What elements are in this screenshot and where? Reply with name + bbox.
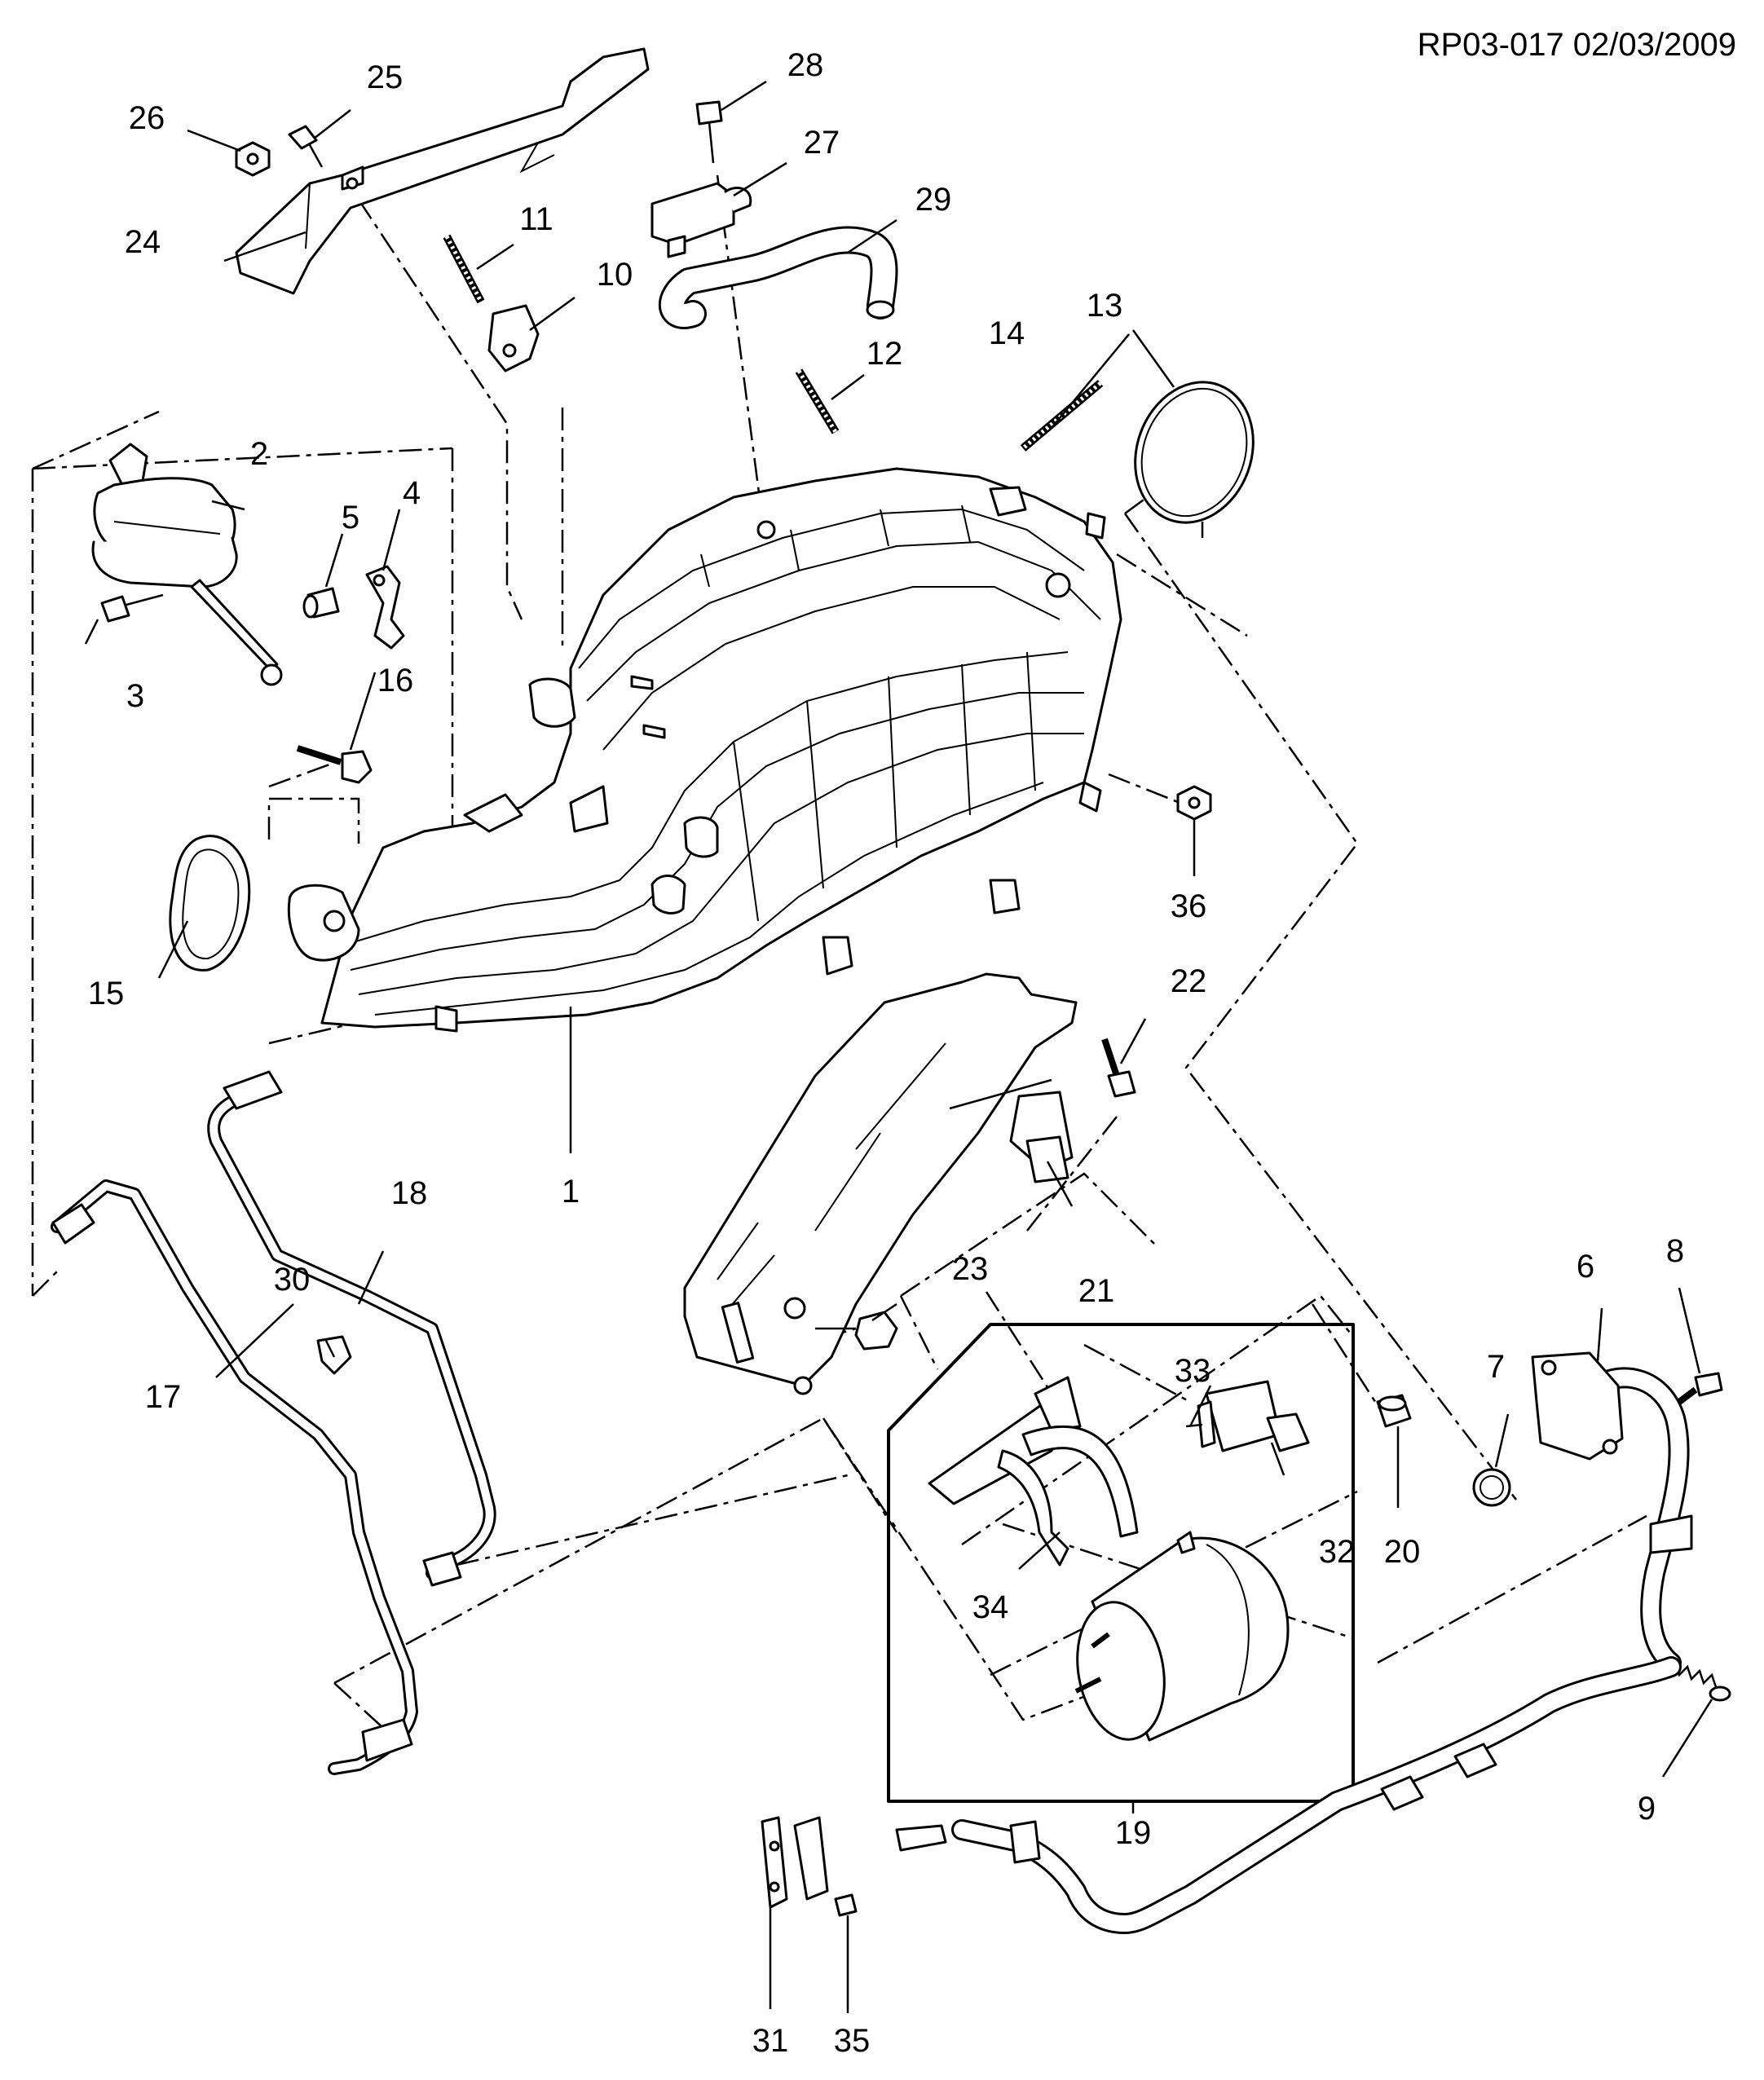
callout-18: 18 [391,1175,428,1211]
bracket-4 [365,565,405,650]
callout-21: 21 [1078,1273,1115,1309]
callout-15: 15 [88,976,125,1011]
fuel-line-17 [51,1179,418,1775]
callout-13: 13 [1087,288,1123,324]
callout-10: 10 [597,257,633,293]
callout-26: 26 [129,100,165,136]
callout-17: 17 [145,1379,182,1415]
callout-31: 31 [752,2023,789,2059]
egr-pipe-lower [761,1656,1682,1934]
bushing-5 [302,587,340,619]
callout-6: 6 [1577,1249,1594,1285]
callout-30: 30 [274,1262,311,1298]
o-ring-7 [1472,1468,1511,1507]
gasket-15 [169,835,251,972]
callout-3: 3 [126,678,144,714]
bolt-3 [100,593,164,623]
callout-36: 36 [1171,888,1207,924]
stud-11 [443,234,485,304]
callout-labels: 1 2 3 4 5 6 7 8 9 10 11 12 13 14 15 16 1… [88,47,1684,2059]
callout-12: 12 [867,336,903,372]
callout-9: 9 [1638,1791,1656,1827]
stud-12 [795,368,840,434]
leader-lines [84,80,1713,2013]
hose-29 [659,226,898,329]
egr-pipe-6 [1531,1351,1693,1673]
callout-1: 1 [562,1174,580,1210]
callout-25: 25 [367,59,404,95]
bolt-28 [695,100,723,164]
nut-35 [834,1893,858,1917]
actuator-solenoid [91,443,283,686]
support-bracket-24 [235,47,650,295]
callout-20: 20 [1384,1534,1421,1570]
bolt-22 [1101,1038,1136,1098]
callout-35: 35 [834,2023,871,2059]
nut-26 [235,141,271,177]
nut-36 [1176,785,1212,821]
support-bracket-21 [683,972,1078,1395]
gasket-13 [1134,381,1255,538]
intake-manifold [287,467,1122,1033]
bolt-16 [296,745,373,784]
reference-code: RP03-017 02/03/2009 [1418,27,1736,63]
callout-22: 22 [1171,963,1207,999]
callout-29: 29 [915,182,952,218]
callout-2: 2 [250,436,268,472]
callout-4: 4 [403,475,421,511]
callout-23: 23 [952,1251,989,1287]
callout-8: 8 [1666,1233,1684,1269]
fuel-line-18 [207,1070,496,1587]
callout-28: 28 [787,47,824,83]
callout-5: 5 [342,500,359,535]
callout-27: 27 [804,125,840,161]
callout-32: 32 [1319,1534,1356,1570]
callout-7: 7 [1487,1349,1505,1385]
bolt-8 [1677,1372,1723,1405]
grommet-20 [1376,1394,1412,1428]
callout-14: 14 [989,315,1025,351]
callout-11: 11 [519,201,553,237]
callout-24: 24 [125,224,161,260]
canister-assembly-19 [887,1323,1355,1803]
callout-19: 19 [1115,1815,1152,1851]
callout-33: 33 [1175,1353,1211,1389]
callout-34: 34 [972,1589,1009,1625]
sensor-27 [650,182,752,258]
callout-16: 16 [377,663,414,698]
bolt-25 [288,125,324,168]
clip-10 [487,304,540,372]
